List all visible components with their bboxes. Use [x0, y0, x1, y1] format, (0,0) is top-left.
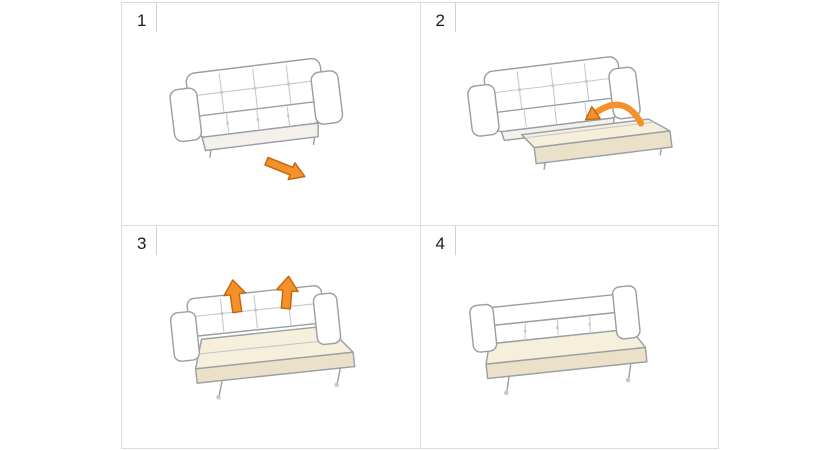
- step-number-separator: [156, 226, 157, 255]
- step-number-separator: [454, 3, 456, 32]
- sofa-illustration-step-3: [169, 275, 356, 400]
- sofa-bed-extended: [169, 285, 356, 400]
- sofa-with-pulled-base: [467, 56, 673, 171]
- sofa-illustration-step-1: [169, 58, 343, 181]
- lift-up-arrow-left-icon: [223, 279, 246, 314]
- sofa-base-skirt: [201, 122, 319, 152]
- armrest-right: [312, 292, 342, 346]
- closed-sofa: [169, 58, 343, 159]
- pull-out-arrow-icon: [264, 157, 306, 181]
- instruction-diagram: 1 2: [121, 2, 719, 449]
- flip-over-arrow-icon: [585, 102, 645, 127]
- step-cell-1: 1: [122, 3, 421, 226]
- sofa-illustration-step-2: [467, 56, 673, 171]
- step-cell-4: 4: [420, 226, 719, 449]
- armrest-left: [169, 87, 202, 143]
- step-number-4: 4: [435, 234, 445, 253]
- pulled-out-drawer-front: [533, 130, 673, 165]
- bed-mattress-front: [485, 347, 648, 380]
- step-number-separator: [156, 3, 157, 32]
- bed-mattress-front: [194, 351, 356, 385]
- step-number-2: 2: [435, 11, 445, 30]
- lift-up-arrow-right-icon: [275, 275, 299, 311]
- armrest-left: [169, 311, 200, 363]
- armrest-left: [467, 84, 500, 138]
- armrest-right: [310, 70, 343, 126]
- sofa-legs: [209, 136, 315, 159]
- step-cell-2: 2: [420, 3, 719, 226]
- step-cell-3: 3: [122, 226, 421, 449]
- step-number-separator: [454, 226, 456, 255]
- bed-frame-legs: [506, 363, 632, 393]
- armrest-right: [612, 285, 641, 340]
- sofa-converted-bed: [469, 285, 648, 396]
- step-number-1: 1: [137, 11, 147, 30]
- sofa-illustration-step-4: [469, 285, 648, 396]
- armrest-left: [469, 304, 498, 354]
- bed-frame-legs: [218, 367, 341, 397]
- step-number-3: 3: [137, 234, 147, 253]
